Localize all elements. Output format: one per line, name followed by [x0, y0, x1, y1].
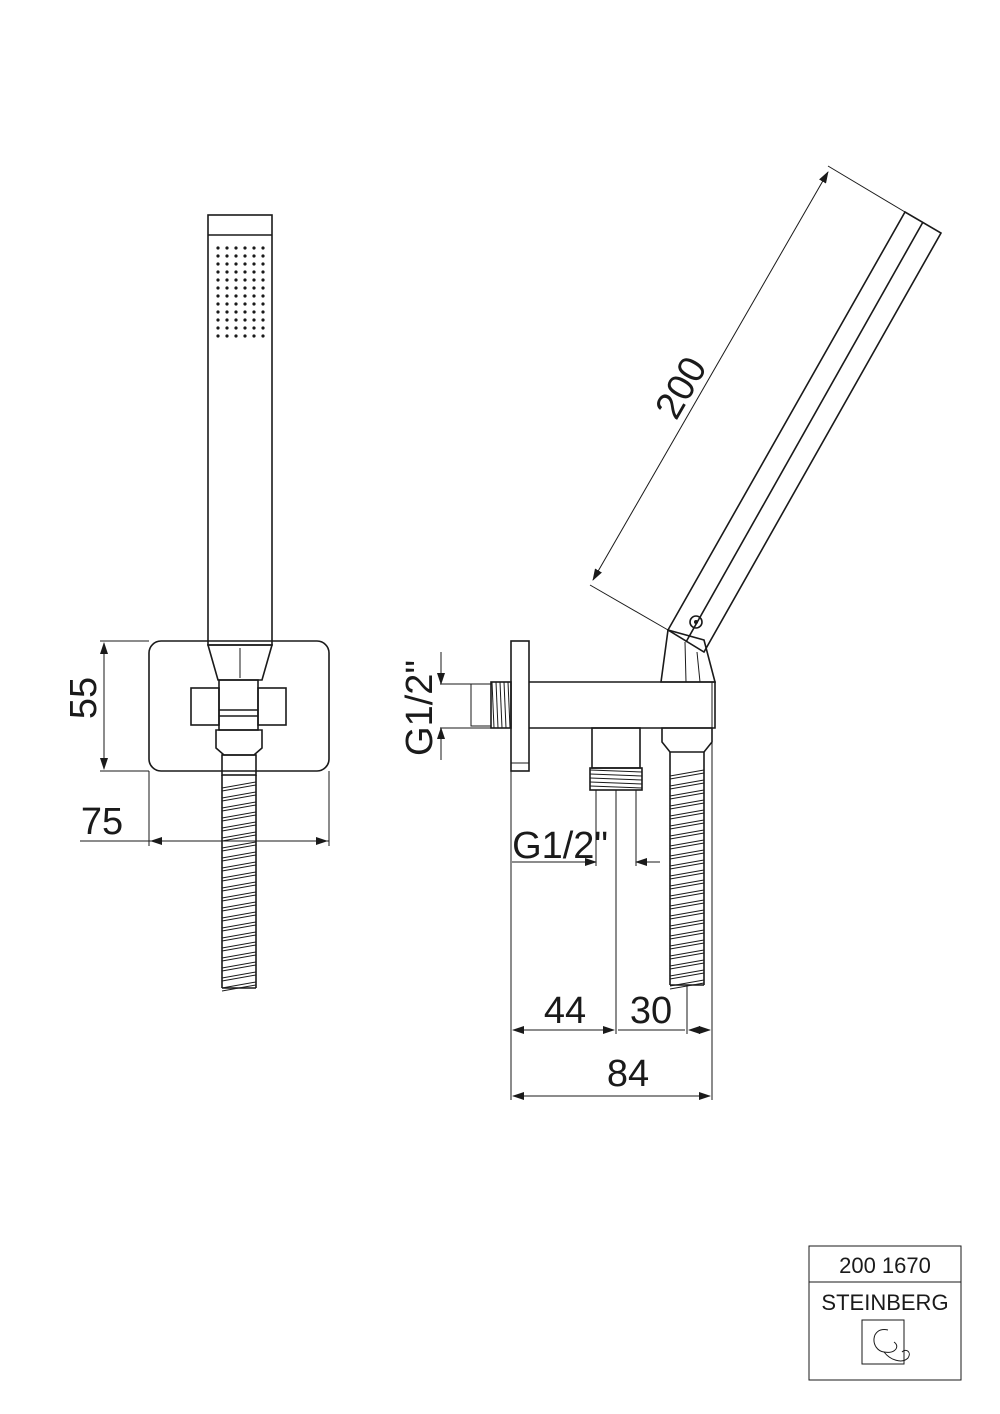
wall-plate [148, 640, 330, 772]
front-view: 55 75 [63, 214, 330, 992]
wall-plate-side [510, 640, 530, 772]
holder-right [257, 687, 287, 726]
hose-connector [215, 729, 263, 756]
side-cone [660, 628, 717, 683]
dimension-30: 30 [630, 990, 672, 1032]
holder-center [218, 679, 259, 731]
hose [221, 775, 257, 992]
dimension-thread-outlet: G1/2" [512, 825, 608, 867]
brand-name: STEINBERG [821, 1290, 948, 1315]
dimension-55: 55 [63, 677, 105, 719]
dimension-75: 75 [81, 801, 123, 843]
pivot-screw [689, 615, 703, 629]
side-hose [669, 752, 705, 990]
dimension-200: 200 [648, 350, 716, 426]
side-view: 200 G1/2" G1/2" 44 30 84 [399, 165, 943, 1100]
outlet-body [591, 727, 641, 769]
dimension-84: 84 [607, 1053, 649, 1095]
article-number: 200 1670 [839, 1253, 931, 1278]
elbow-body [529, 681, 716, 729]
title-block: 200 1670 STEINBERG [808, 1245, 962, 1381]
side-hose-connector [661, 727, 713, 753]
dimension-line-200 [592, 171, 829, 581]
dimension-44: 44 [544, 990, 586, 1032]
dimension-thread-inlet: G1/2" [399, 660, 441, 756]
brand-logo-icon [861, 1319, 910, 1365]
holder-left [190, 687, 220, 726]
shower-cone [206, 644, 274, 681]
spray-nozzles [216, 246, 265, 338]
